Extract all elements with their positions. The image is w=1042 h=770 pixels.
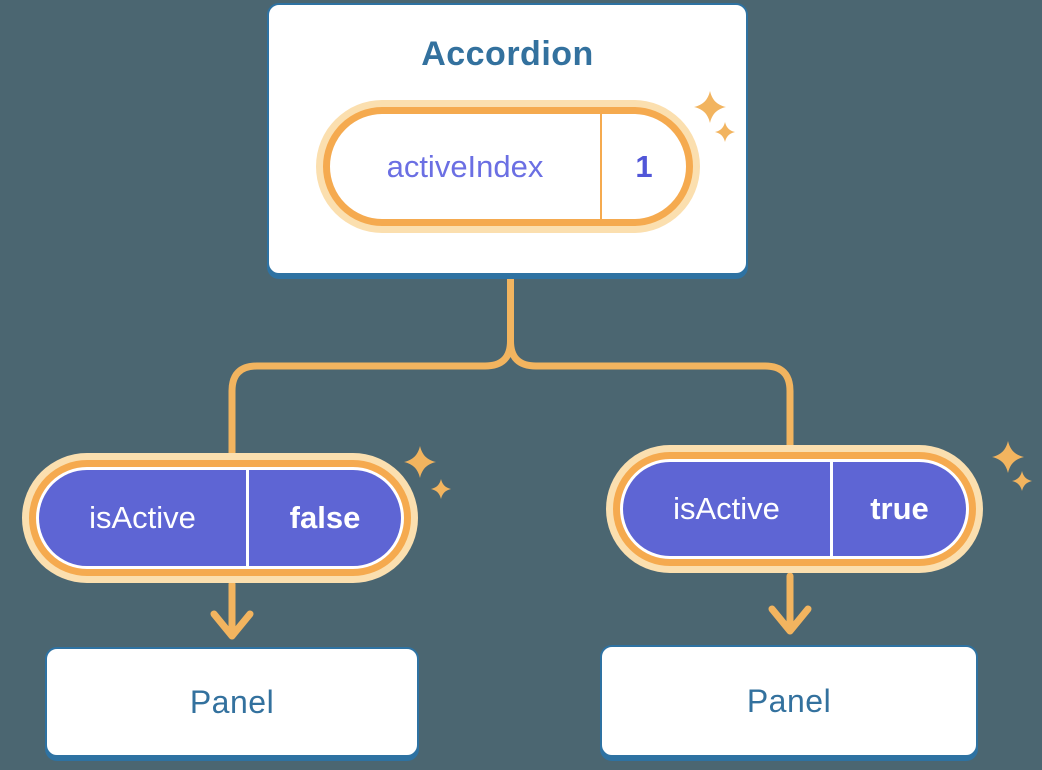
pill-divider	[830, 462, 833, 556]
panel-label: Panel	[746, 682, 832, 719]
state-name: activeIndex	[386, 148, 544, 184]
prop-value: true	[870, 491, 929, 526]
prop-pill-body: isActive true	[623, 462, 966, 556]
arrow-down-right-icon	[768, 572, 812, 635]
sparkle-large-icon	[992, 441, 1024, 473]
prop-value: false	[289, 500, 361, 535]
sparkle-large-icon	[694, 91, 726, 123]
prop-name: isActive	[89, 500, 196, 535]
state-pill-activeindex: activeIndex 1	[323, 107, 693, 226]
pill-divider	[600, 114, 602, 219]
prop-pill-isactive-left: isActive false	[29, 460, 411, 576]
sparkle-large-icon	[404, 446, 436, 478]
state-value: 1	[635, 148, 653, 184]
panel-box-left: Panel	[45, 647, 419, 757]
sparkle-small-icon	[1012, 471, 1032, 491]
accordion-title: Accordion	[421, 35, 594, 73]
fork-right-line	[507, 337, 794, 451]
sparkle-small-icon	[431, 479, 451, 499]
sparkle-small-icon	[715, 122, 735, 142]
panel-label: Panel	[189, 683, 275, 720]
panel-box-right: Panel	[600, 645, 978, 757]
prop-name: isActive	[673, 491, 780, 526]
pill-divider	[246, 470, 249, 566]
prop-pill-body: isActive false	[39, 470, 401, 566]
arrow-down-left-icon	[210, 580, 254, 640]
prop-pill-isactive-right: isActive true	[613, 452, 976, 566]
fork-left-line	[228, 337, 514, 460]
